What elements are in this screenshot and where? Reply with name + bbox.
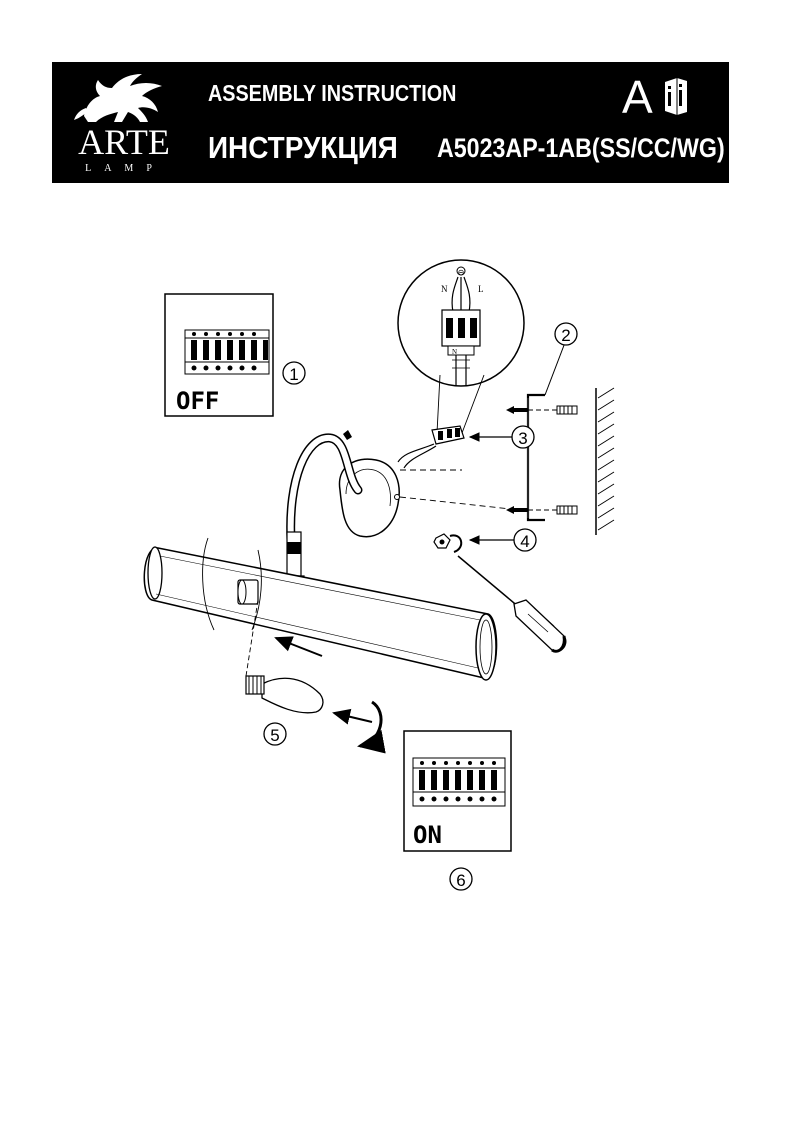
live-label: L [478,284,484,294]
title-russian: ИНСТРУКЦИЯ [208,130,398,165]
info-booklet-icon [665,78,687,115]
step-3-marker: 3 [511,425,535,449]
rotate-arrow-icon [357,700,386,754]
step-5-arrow [332,708,373,725]
wall-plug-top [556,405,578,415]
wiring-detail: ⊖ N L N [397,259,525,387]
screwdriver-icon [457,555,567,653]
off-label: OFF [176,387,219,415]
brand-logo [66,68,182,178]
circuit-breaker-icon [184,329,270,375]
screw-top [506,406,528,414]
cap-nut-icon [433,533,463,553]
brand-subtext: LAMP [85,163,165,174]
step-1-marker: 1 [282,361,306,385]
bulb-insert-arrow [274,636,323,657]
step-4-marker: 4 [513,528,537,552]
step-5-number: 5 [270,726,279,745]
step-2-marker: 2 [554,322,578,346]
on-label: ON [413,821,442,849]
wall-plug-bottom [556,505,578,515]
mounting-bracket [526,393,545,522]
step-6-marker: 6 [449,867,473,891]
step-3-number: 3 [518,429,527,448]
neutral-label: N [441,284,448,294]
step-1-number: 1 [289,365,298,384]
step-4-number: 4 [520,532,529,551]
bracket-leader [544,339,567,396]
terminal-block [397,425,465,469]
title-english: ASSEMBLY INSTRUCTION [208,80,457,106]
candle-bulb-icon [245,675,324,714]
header-bar [52,62,729,183]
model-number: A5023AP-1AB(SS/CC/WG) [437,133,725,163]
svg-text:N: N [452,348,457,356]
griffin-icon [74,74,162,122]
wall-hatch [595,387,615,535]
instruction-letter: A [622,71,653,123]
breaker-off-panel: OFF [164,293,274,417]
brand-wordmark: ARTE [78,122,170,162]
step-5-marker: 5 [263,722,287,746]
breaker-on-panel: ON [403,730,512,852]
earth-symbol: ⊖ [458,268,465,277]
lamp-tube [143,537,498,681]
step-2-number: 2 [561,326,570,345]
step-6-number: 6 [456,871,465,890]
circuit-breaker-icon [412,757,506,807]
screw-bottom [506,506,528,514]
